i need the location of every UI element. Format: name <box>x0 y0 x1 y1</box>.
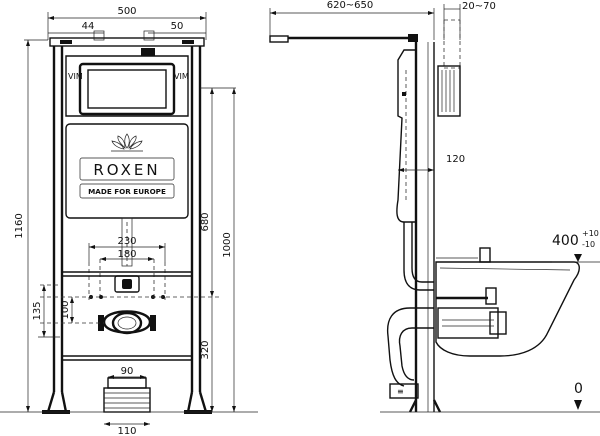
side-135-label: 135 <box>32 301 43 320</box>
brand-tagline: MADE FOR EUROPE <box>88 187 166 196</box>
stud-inner-label: 180 <box>117 249 136 260</box>
button-height-label: 680 <box>200 212 211 231</box>
outlet-height-label: 320 <box>200 340 211 359</box>
flush-button-icon <box>78 62 176 116</box>
left-offset-label: 44 <box>82 21 95 32</box>
front-view: 500 44 50 VIM VIM <box>0 6 258 436</box>
brand-name: ROXEN <box>93 161 160 179</box>
drain-110-label: 110 <box>117 426 136 436</box>
marker-left: VIM <box>68 72 83 81</box>
marker-right: VIM <box>174 72 189 81</box>
right-offset-label: 50 <box>171 21 184 32</box>
seat-level-marker-icon <box>574 254 582 262</box>
drain-90-label: 90 <box>121 366 134 377</box>
seat-tol-minus: -10 <box>582 240 595 249</box>
seat-tol-plus: +10 <box>582 229 599 238</box>
side-view: 620~650 20~70 120 <box>269 0 600 413</box>
seat-height-label: 400 <box>552 233 579 249</box>
floor-level-marker-icon <box>574 400 582 410</box>
cistern-depth-label: 120 <box>446 154 465 165</box>
wall-range-label: 20~70 <box>462 1 496 12</box>
frame-height-label: 1000 <box>222 232 233 257</box>
outlet-mark: ≡ <box>397 387 404 396</box>
stud-outer-label: 230 <box>117 236 136 247</box>
width-label: 500 <box>117 6 136 17</box>
side-100-label: 100 <box>60 300 71 319</box>
toilet-bowl <box>435 261 580 357</box>
floor-level-label: 0 <box>574 381 583 397</box>
depth-range-label: 620~650 <box>327 0 374 11</box>
lotus-logo-icon <box>111 133 143 152</box>
total-height-label: 1160 <box>14 213 25 238</box>
